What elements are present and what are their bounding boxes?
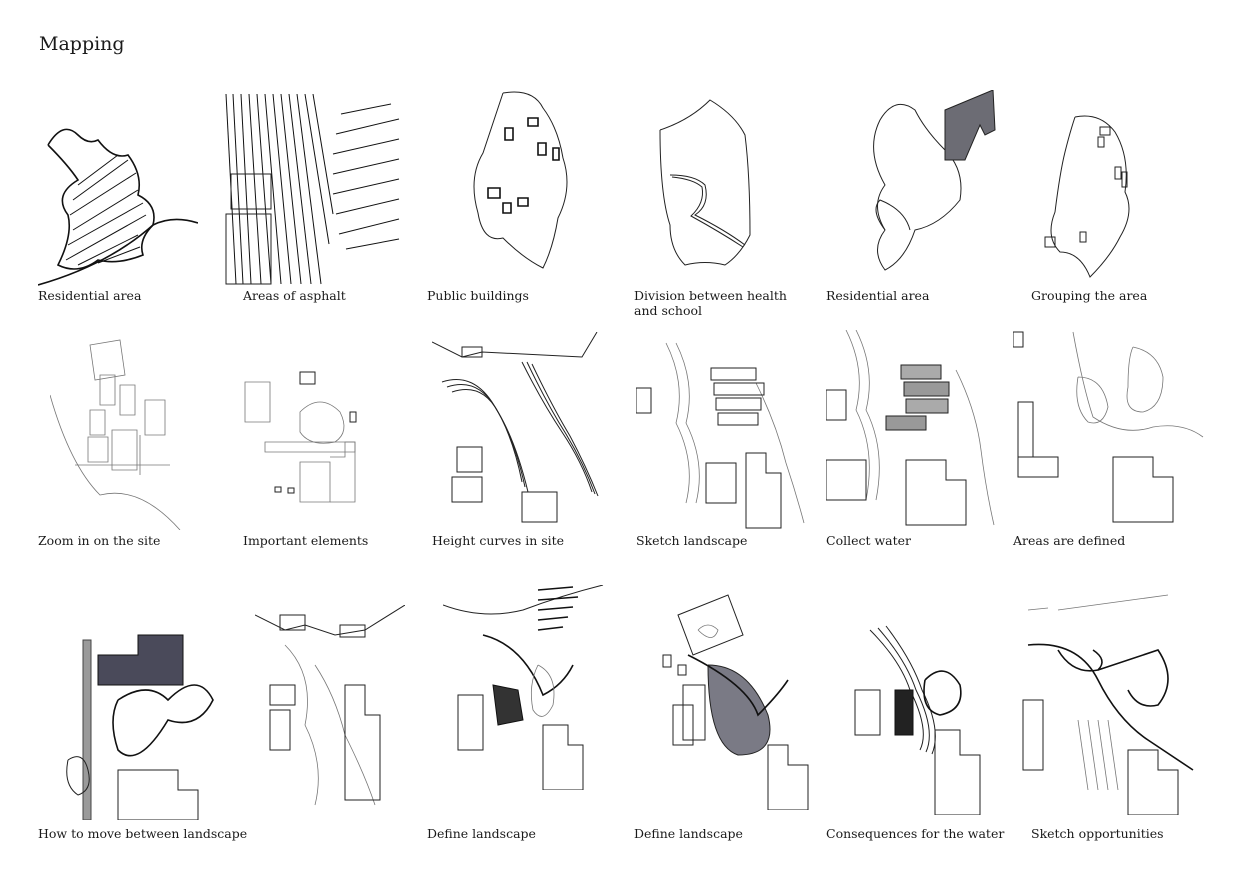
caption-5: Residential area	[826, 288, 930, 303]
caption-4: Division between health and school	[634, 288, 787, 318]
sketch-public-buildings	[463, 88, 593, 273]
caption-15: Define landscape	[634, 826, 743, 841]
sketch-height-curves	[432, 332, 600, 532]
caption-16: Consequences for the water	[826, 826, 1005, 841]
sketch-division-health-school	[655, 95, 775, 270]
sketch-define-landscape-2	[443, 585, 613, 790]
caption-13: How to move between landscape	[38, 826, 248, 841]
sketch-collect-water	[826, 330, 996, 530]
sketch-landscape	[636, 333, 806, 533]
sketch-zoom-in-on-site	[50, 335, 185, 530]
sketch-consequences-water	[840, 620, 995, 815]
caption-14: Define landscape	[427, 826, 536, 841]
sketch-opportunities	[1018, 590, 1198, 815]
sketch-grouping-the-area	[1040, 112, 1145, 282]
caption-8: Important elements	[243, 533, 369, 548]
caption-1: Residential area	[38, 288, 142, 303]
page-title: Mapping	[39, 33, 125, 55]
sketch-areas-defined	[1013, 327, 1205, 527]
caption-3: Public buildings	[427, 288, 529, 303]
sketch-define-landscape-1	[255, 605, 405, 815]
caption-12: Areas are defined	[1013, 533, 1126, 548]
caption-9: Height curves in site	[432, 533, 565, 548]
caption-7: Zoom in on the site	[38, 533, 161, 548]
sketch-move-between-landscape	[38, 620, 223, 820]
caption-17: Sketch opportunities	[1031, 826, 1164, 841]
sketch-residential-area-2	[845, 90, 1000, 275]
caption-2: Areas of asphalt	[243, 288, 346, 303]
sketch-residential-area	[38, 115, 198, 290]
caption-6: Grouping the area	[1031, 288, 1148, 303]
caption-11: Collect water	[826, 533, 912, 548]
sketch-define-landscape-3	[648, 585, 818, 810]
sketch-areas-of-asphalt	[221, 94, 401, 288]
sketch-important-elements	[240, 362, 400, 512]
caption-10: Sketch landscape	[636, 533, 748, 548]
